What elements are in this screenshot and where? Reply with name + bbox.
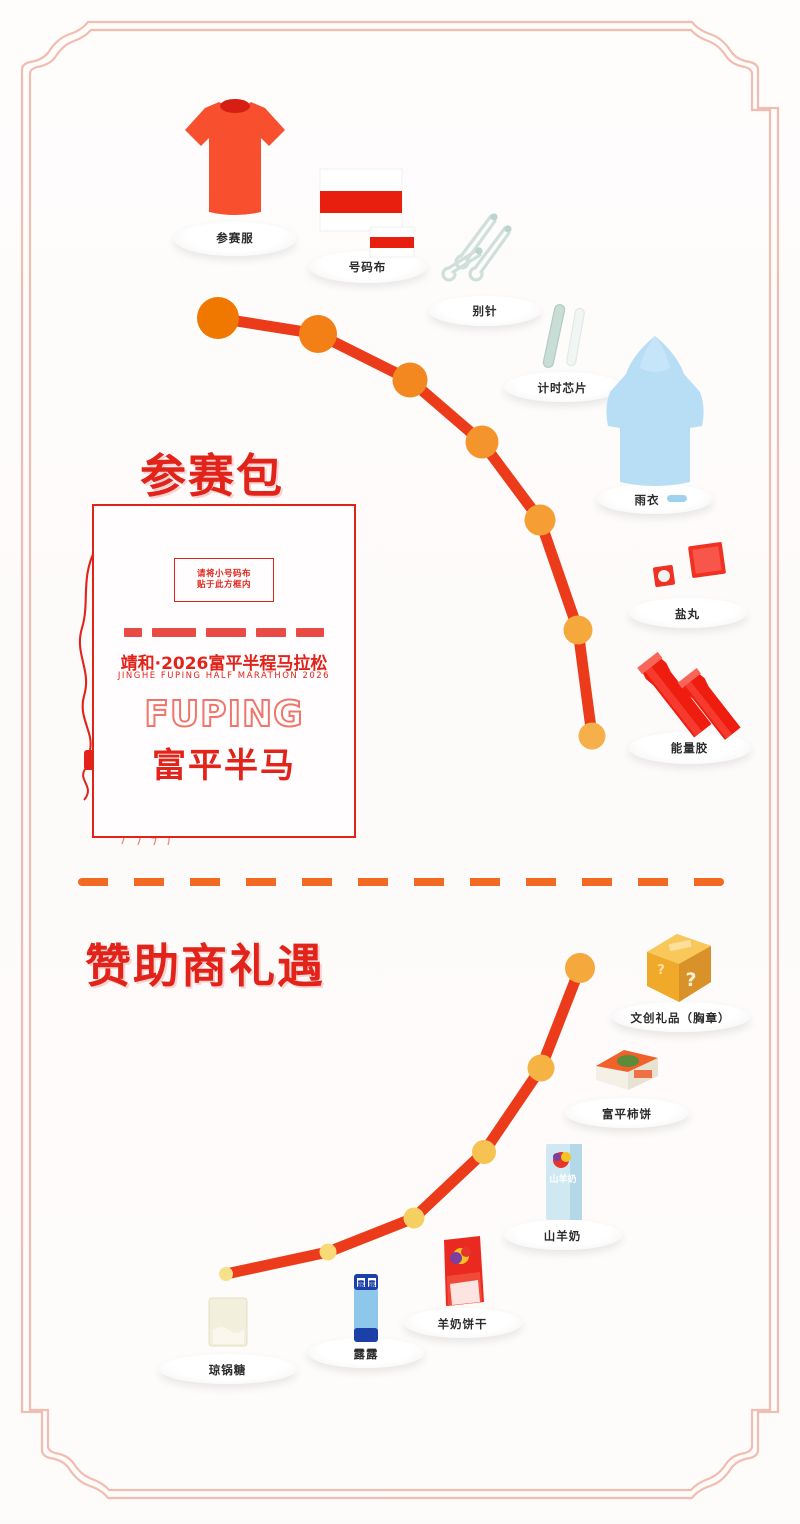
svg-text:露: 露 — [358, 1279, 366, 1288]
item-persimmon-cake: 富平柿饼 — [562, 1040, 692, 1135]
pedestal — [596, 484, 713, 514]
pedestal — [503, 1220, 622, 1250]
item-safety-pins: 别针 — [425, 210, 545, 335]
race-pack-poster: 请将小号码布 贴于此方框内 靖和·2026富平半程马拉松 JINGHE FUPI… — [62, 500, 367, 846]
pedestal — [403, 1308, 522, 1338]
svg-text:山羊奶: 山羊奶 — [549, 1173, 576, 1185]
item-label: 琼锅糖 — [208, 1363, 247, 1377]
svg-text:?: ? — [685, 969, 696, 991]
sponsor-logo-5 — [296, 628, 324, 637]
poster-wordmark-cn: 富平半马 — [152, 746, 296, 786]
section-divider — [78, 878, 724, 886]
pedestal — [174, 222, 296, 256]
item-goat-milk-biscuit: 羊奶饼干 — [400, 1232, 525, 1350]
item-timing-chip: 计时芯片 — [500, 300, 625, 412]
item-salt-pills: 盐丸 — [625, 540, 750, 640]
race-pack-path-dot-5 — [524, 504, 556, 536]
item-goat-milk: 山羊奶 山羊奶 — [500, 1140, 625, 1260]
svg-text:?: ? — [657, 963, 665, 978]
poster-card: 请将小号码布 贴于此方框内 靖和·2026富平半程马拉松 JINGHE FUPI… — [92, 504, 356, 838]
salt-pill-icon — [638, 540, 738, 608]
pedestal — [628, 598, 747, 628]
sponsor-logo-2 — [152, 628, 196, 637]
item-label: 山羊奶 — [543, 1229, 582, 1243]
energy-gel-icon — [630, 638, 750, 746]
timing-chip-icon — [515, 300, 611, 384]
goat-milk-carton-icon: 山羊奶 — [536, 1140, 590, 1228]
sponsor-logo-strip — [124, 626, 324, 639]
svg-text:露: 露 — [369, 1279, 377, 1288]
race-pack-path-dot-6 — [563, 615, 593, 645]
item-label: 富平柿饼 — [602, 1107, 652, 1121]
sponsor-logo-3 — [206, 628, 246, 637]
sponsor-logo-1 — [124, 628, 142, 637]
sponsor-path-dot-2 — [319, 1243, 337, 1261]
bib-note-line1: 请将小号码布 — [196, 568, 251, 579]
race-pack-path-dot-3 — [392, 362, 428, 398]
bib-note-line2: 贴于此方框内 — [196, 580, 251, 590]
race-pack-path-dot-2 — [299, 315, 337, 353]
lulu-drink-can-icon: 露 露 — [343, 1272, 389, 1350]
sponsor-path-dot-4 — [472, 1140, 496, 1164]
section-title-race-pack: 参赛包 — [140, 449, 284, 503]
mystery-gift-box-icon: ? ? — [639, 928, 723, 1014]
item-race-bib: 号码布 — [305, 165, 430, 290]
sponsor-path-dot-5 — [527, 1054, 555, 1082]
section-title-sponsor-gifts: 赞助商礼遇 — [85, 939, 325, 993]
race-pack-path-dot-1 — [197, 297, 239, 339]
pedestal — [628, 732, 751, 764]
sponsor-logo-4 — [256, 628, 286, 637]
bib-placement-box: 请将小号码布 贴于此方框内 — [174, 558, 274, 602]
item-label: 文创礼品（胸章） — [630, 1011, 731, 1025]
tshirt-icon — [179, 94, 291, 226]
item-qiongguo-candy: 琼锅糖 — [155, 1292, 300, 1396]
pedestal — [503, 372, 622, 402]
item-race-jersey: 参赛服 — [170, 90, 300, 260]
race-pack-path-dot-7 — [578, 722, 606, 750]
item-label: 号码布 — [348, 260, 387, 274]
item-label: 羊奶饼干 — [437, 1317, 488, 1331]
goat-milk-biscuit-pack-icon — [434, 1232, 492, 1316]
race-pack-path-dot-4 — [465, 425, 499, 459]
pedestal — [308, 1338, 424, 1368]
item-energy-gel: 能量胶 — [622, 638, 757, 778]
poster-wordmark-en: FUPING — [143, 693, 304, 736]
pedestal — [429, 296, 541, 326]
item-label: 雨衣 — [634, 493, 660, 507]
item-label: 计时芯片 — [537, 381, 588, 395]
sponsor-path-dot-6 — [565, 953, 595, 983]
item-label: 盐丸 — [675, 607, 700, 621]
pedestal — [158, 1354, 297, 1384]
item-label: 别针 — [472, 304, 498, 318]
pedestal — [565, 1098, 689, 1128]
race-bib-icon — [312, 165, 424, 265]
poster-title-cn: 靖和·2026富平半程马拉松 — [120, 654, 328, 674]
raincoat-color-swatch — [667, 495, 687, 502]
sponsor-path-dot-3 — [403, 1207, 425, 1229]
persimmon-cake-box-icon — [588, 1042, 666, 1102]
safety-pin-icon — [433, 210, 537, 306]
item-raincoat: 雨衣 — [592, 332, 717, 522]
raincoat-icon — [600, 332, 710, 498]
qiongguo-candy-icon — [201, 1294, 255, 1356]
item-lulu-drink: 露 露 露露 — [305, 1272, 427, 1380]
item-label: 露露 — [353, 1347, 379, 1361]
item-label: 能量胶 — [670, 741, 709, 755]
sponsor-path-dot-1 — [219, 1267, 233, 1281]
pedestal — [611, 1002, 750, 1032]
item-label: 参赛服 — [216, 231, 254, 245]
item-cultural-gift-badge: ? ? 文创礼品（胸章） — [608, 928, 753, 1044]
poster-title-en: JINGHE FUPING HALF MARATHON 2026 — [117, 671, 331, 681]
